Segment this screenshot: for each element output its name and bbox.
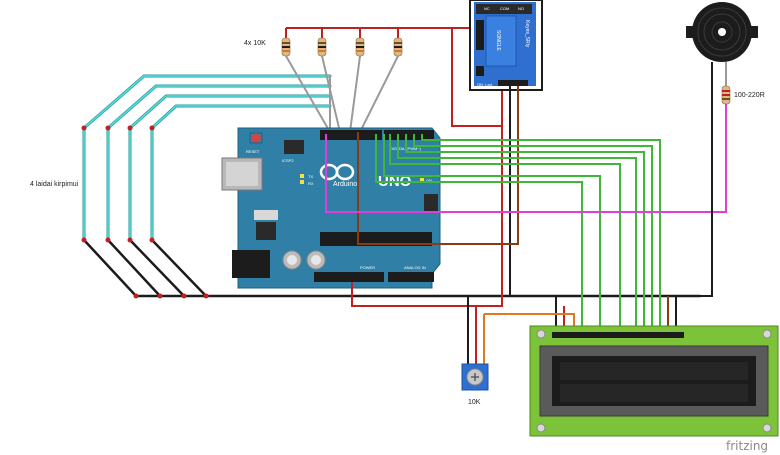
analog-header [388, 272, 434, 282]
relay-model: Keyes_SRly [524, 20, 530, 48]
relay-pin-nc: NC [484, 6, 490, 11]
lcd-header [552, 332, 684, 338]
icsp-label: ICSP2 [282, 158, 294, 163]
buzzer-resistor [676, 62, 731, 297]
fritzing-watermark: fritzing [726, 439, 768, 453]
arduino-logo [319, 163, 355, 181]
relay-pin-com: COM [500, 6, 509, 11]
arduino-brand: Arduino [333, 181, 357, 188]
buzzer [686, 2, 758, 62]
arduino-uno-board: Arduino UNO RESET ICSP2 TX RX ON POWER A… [221, 127, 441, 289]
tx-label: TX [308, 174, 313, 179]
digital-header-1 [320, 130, 382, 140]
lcd-display [529, 325, 779, 437]
power-header [314, 272, 384, 282]
power-label: POWER [360, 265, 375, 270]
pot-label: 10K [468, 399, 481, 406]
reset-button [251, 133, 261, 143]
analog-label: ANALOG IN [404, 265, 426, 270]
reset-label: RESET [246, 149, 260, 154]
resistor-pack-4x10k [281, 37, 403, 133]
buzzer-resistor-label: 100-220R [734, 92, 765, 99]
cut-wires [81, 74, 702, 299]
relay-module: NC COM NO SONGLE Keyes_SRly ON_Led [469, 0, 543, 91]
power-jack [232, 250, 270, 278]
on-label: ON [426, 178, 432, 183]
relay-songle-text: SONGLE [495, 30, 501, 52]
relay-pin-no: NO [518, 6, 524, 11]
atmega-chip [320, 232, 432, 246]
icsp-header [284, 140, 304, 154]
rx-label: RX [308, 181, 314, 186]
resistors-label: 4x 10K [244, 40, 266, 47]
digital-header-2 [384, 130, 434, 140]
buzzer-signal-wire [325, 100, 727, 213]
relay-led-label: ON_Led [477, 82, 492, 87]
potentiometer [461, 363, 489, 391]
lcd-data-wires [375, 134, 661, 336]
cut-wires-label: 4 laidai kirpimui [30, 181, 79, 188]
